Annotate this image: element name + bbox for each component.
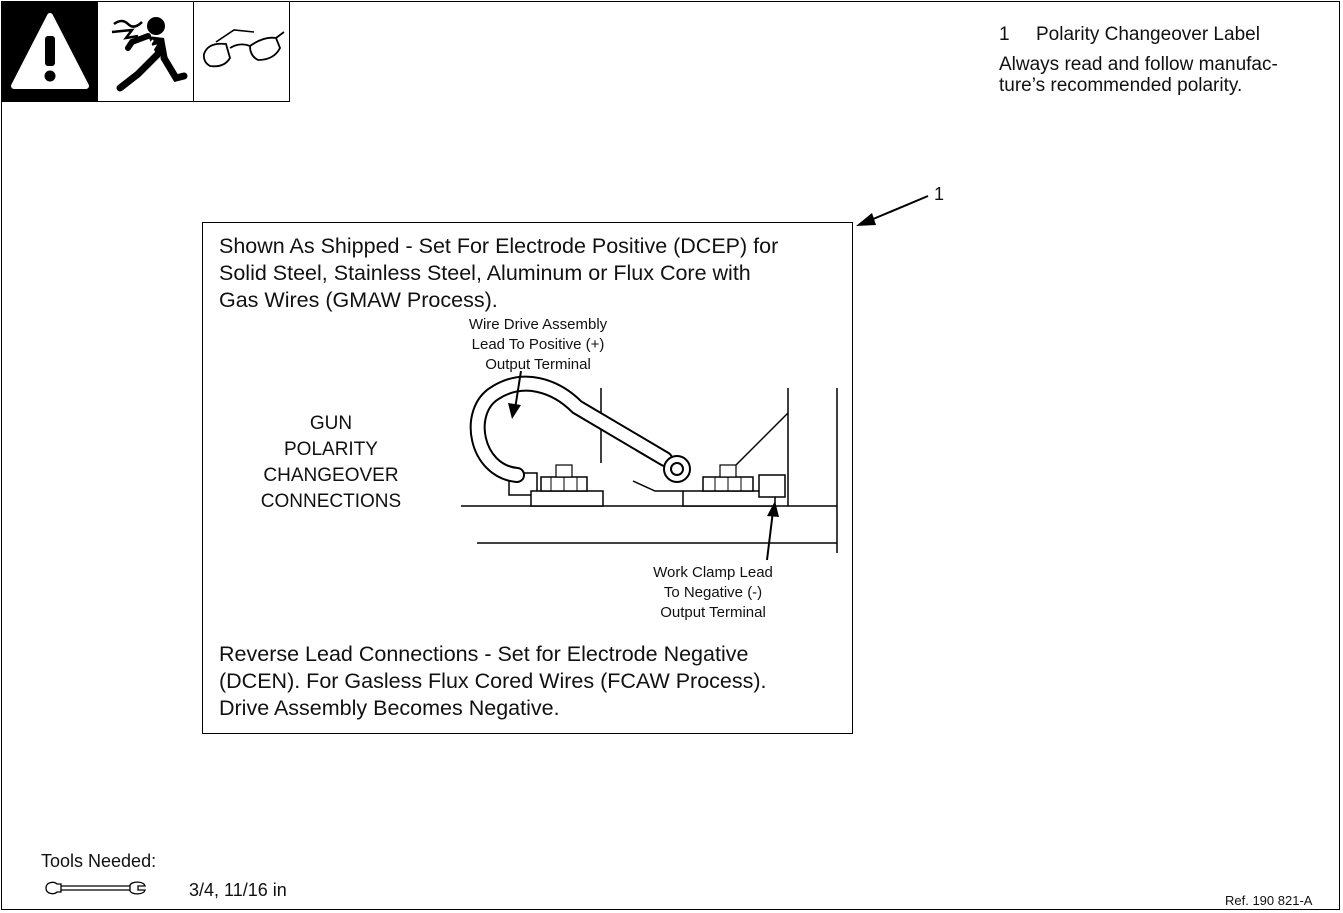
terminal-connection-drawing — [461, 370, 838, 561]
tools-needed-heading: Tools Needed: — [41, 851, 157, 871]
callout-negative: Work Clamp Lead To Negative (-) Output T… — [653, 564, 773, 621]
label-top-text: Shown As Shipped - Set For Electrode Pos… — [219, 234, 779, 312]
callout-positive: Wire Drive Assembly Lead To Positive (+)… — [468, 316, 608, 373]
warning-icon-box — [1, 1, 98, 102]
label-bottom-text: Reverse Lead Connections - Set for Elect… — [219, 642, 767, 720]
legend-number: 1 — [999, 24, 1010, 45]
electric-shock-icon-box — [97, 1, 194, 102]
warning-icon — [11, 13, 89, 89]
pointer-number: 1 — [934, 184, 945, 204]
polarity-changeover-label: Shown As Shipped - Set For Electrode Pos… — [202, 222, 853, 734]
legend-description: Always read and follow manufac- ture’s r… — [999, 54, 1278, 96]
gun-polarity-title: GUN POLARITY CHANGEOVER CONNECTIONS — [260, 413, 402, 512]
safety-glasses-icon-box — [193, 1, 290, 102]
wrench-icon — [45, 881, 146, 895]
wrench-sizes: 3/4, 11/16 in — [189, 880, 287, 900]
reference-number: Ref. 190 821-A — [1225, 893, 1313, 908]
safety-glasses-icon — [202, 29, 285, 68]
legend-title: Polarity Changeover Label — [1036, 24, 1260, 45]
electric-shock-icon — [111, 17, 188, 92]
